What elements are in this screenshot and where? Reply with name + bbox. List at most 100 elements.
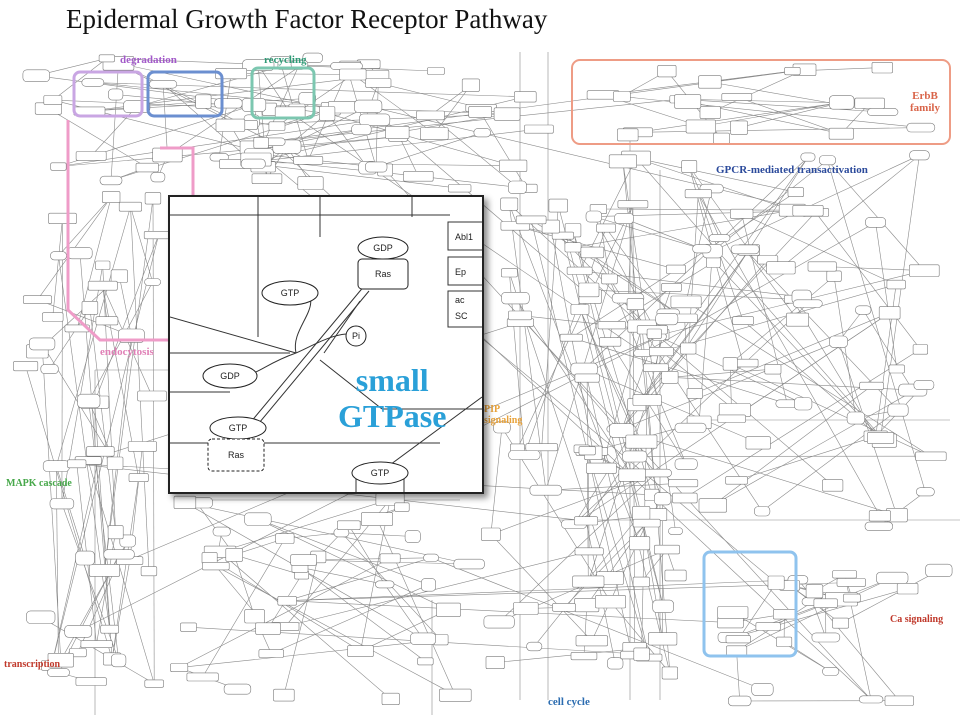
network-edge bbox=[384, 584, 424, 639]
network-node bbox=[493, 421, 511, 434]
network-edge bbox=[233, 554, 255, 617]
network-node bbox=[22, 69, 50, 83]
network-edge bbox=[52, 218, 63, 318]
network-node bbox=[657, 65, 677, 78]
recycling-frame bbox=[250, 66, 316, 120]
network-node bbox=[618, 468, 646, 482]
network-node bbox=[672, 492, 698, 504]
network-node bbox=[661, 370, 679, 384]
network-node bbox=[908, 264, 940, 277]
network-edge bbox=[234, 554, 302, 576]
zoom-gdp-top: GDP bbox=[373, 243, 393, 253]
network-node bbox=[202, 561, 230, 571]
network-node bbox=[40, 364, 59, 374]
network-edge bbox=[601, 326, 643, 469]
network-node bbox=[365, 161, 388, 173]
network-edge bbox=[623, 218, 702, 250]
network-edge bbox=[490, 534, 593, 642]
network-node bbox=[43, 95, 63, 105]
network-edge bbox=[712, 155, 920, 252]
network-edge bbox=[605, 227, 669, 313]
network-node bbox=[485, 656, 505, 670]
network-node bbox=[81, 300, 99, 315]
network-node bbox=[813, 598, 838, 608]
network-node bbox=[28, 337, 56, 351]
network-edge bbox=[545, 204, 634, 491]
network-node bbox=[633, 647, 650, 661]
network-edge bbox=[815, 212, 921, 350]
network-node bbox=[525, 443, 558, 452]
network-node bbox=[586, 462, 617, 474]
network-node bbox=[416, 110, 445, 121]
network-edge bbox=[530, 219, 588, 451]
network-edge bbox=[48, 108, 148, 168]
zoom-gdp-left: GDP bbox=[220, 371, 240, 381]
network-edge bbox=[840, 570, 940, 624]
endocytosis-label: endocytosis bbox=[100, 346, 154, 358]
network-node bbox=[500, 197, 519, 211]
network-node bbox=[75, 550, 95, 566]
network-edge bbox=[58, 136, 399, 167]
network-node bbox=[572, 575, 605, 588]
network-node bbox=[375, 580, 395, 589]
network-edge bbox=[271, 584, 429, 654]
network-node bbox=[775, 636, 793, 647]
degradation-label: degradation bbox=[120, 54, 177, 66]
network-edge bbox=[257, 64, 291, 114]
network-edge bbox=[25, 365, 113, 660]
network-node bbox=[427, 67, 445, 75]
network-edge bbox=[49, 307, 91, 370]
network-edge bbox=[231, 73, 353, 75]
network-node bbox=[420, 578, 436, 592]
network-node bbox=[128, 473, 149, 483]
network-node bbox=[42, 460, 70, 472]
network-edge bbox=[257, 518, 429, 586]
network-node bbox=[732, 316, 754, 325]
network-edge bbox=[583, 605, 588, 657]
network-node bbox=[49, 498, 75, 510]
network-node bbox=[585, 210, 602, 223]
network-edge bbox=[573, 303, 808, 525]
network-node bbox=[858, 695, 884, 704]
network-node bbox=[826, 270, 842, 282]
network-node bbox=[832, 617, 849, 629]
network-edge bbox=[678, 98, 883, 113]
network-node bbox=[548, 198, 568, 213]
network-node bbox=[223, 683, 252, 695]
network-node bbox=[75, 677, 107, 686]
network-node bbox=[661, 666, 678, 680]
network-edge bbox=[94, 234, 159, 403]
network-node bbox=[772, 608, 796, 620]
network-node bbox=[755, 622, 781, 631]
network-node bbox=[436, 602, 461, 617]
network-edge bbox=[299, 567, 385, 585]
network-node bbox=[215, 68, 248, 80]
network-node bbox=[717, 414, 746, 423]
network-node bbox=[277, 595, 297, 606]
network-edge bbox=[701, 248, 881, 439]
network-edge bbox=[283, 556, 319, 696]
network-node bbox=[717, 606, 749, 619]
network-node bbox=[595, 595, 627, 609]
network-node bbox=[500, 268, 518, 278]
network-nodes bbox=[13, 52, 953, 707]
network-node bbox=[379, 553, 401, 564]
network-node bbox=[240, 158, 266, 169]
network-node bbox=[293, 156, 324, 165]
network-node bbox=[290, 554, 317, 566]
network-edge bbox=[736, 651, 740, 702]
network-node bbox=[144, 278, 162, 286]
network-edge bbox=[621, 430, 897, 516]
network-edge bbox=[698, 193, 881, 516]
network-node bbox=[255, 622, 281, 635]
network-node bbox=[607, 657, 624, 670]
network-node bbox=[674, 458, 698, 470]
network-node bbox=[713, 132, 730, 145]
network-edge bbox=[733, 602, 826, 638]
network-node bbox=[524, 124, 554, 134]
network-edge bbox=[880, 155, 920, 439]
network-node bbox=[152, 147, 183, 163]
zoom-gtp-right: GTP bbox=[371, 468, 390, 478]
network-edge bbox=[827, 160, 926, 492]
zoom-ras-bottom-shape bbox=[207, 438, 265, 472]
